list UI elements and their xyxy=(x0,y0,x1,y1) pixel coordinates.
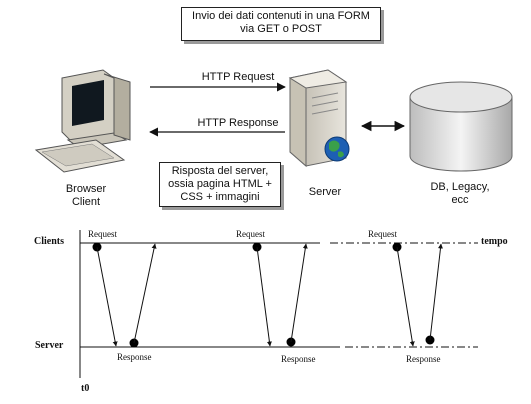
request-label-2: Request xyxy=(236,229,265,239)
db-label-line-1: DB, Legacy, xyxy=(430,181,490,193)
computer-icon xyxy=(34,69,131,173)
response-arrow xyxy=(133,243,157,344)
exchange-2 xyxy=(252,242,308,347)
db-label: DB, Legacy, ecc xyxy=(415,181,505,207)
response-label-1: Response xyxy=(117,352,152,362)
exchange-1 xyxy=(92,242,157,348)
http-response-label: HTTP Response xyxy=(197,117,279,129)
request-arrow xyxy=(96,246,118,347)
client-label-line-1: Browser xyxy=(65,183,107,195)
response-label-2: Response xyxy=(281,354,316,364)
db-label-line-2: ecc xyxy=(451,194,469,206)
browser-client-label: Browser Client xyxy=(56,183,116,209)
response-note-line-3: CSS + immagini xyxy=(180,191,260,203)
database-cylinder-icon xyxy=(409,81,513,172)
response-note-line-2: ossia pagina HTML + xyxy=(168,178,272,190)
response-label-3: Response xyxy=(406,354,441,364)
server-response-note: Risposta del server, ossia pagina HTML +… xyxy=(159,162,281,207)
tempo-label: tempo xyxy=(481,236,508,247)
response-note-line-1: Risposta del server, xyxy=(171,165,269,177)
form-submission-note: Invio dei dati contenuti in una FORM via… xyxy=(181,7,381,41)
server-label: Server xyxy=(308,186,342,198)
timeline xyxy=(79,230,478,378)
response-arrow xyxy=(429,243,443,341)
request-arrow xyxy=(256,246,272,347)
request-label-1: Request xyxy=(88,229,117,239)
clients-axis-label: Clients xyxy=(34,236,64,247)
http-request-label: HTTP Request xyxy=(201,71,275,83)
t0-label: t0 xyxy=(81,383,90,394)
server-axis-label: Server xyxy=(35,340,64,351)
exchange-3 xyxy=(392,242,443,347)
form-note-line-1: Invio dei dati contenuti in una FORM xyxy=(192,10,370,22)
request-label-3: Request xyxy=(368,229,397,239)
globe-icon xyxy=(324,136,350,162)
client-label-line-2: Client xyxy=(71,196,101,208)
request-arrow xyxy=(396,246,415,347)
response-arrow xyxy=(290,243,308,343)
form-note-line-2: via GET o POST xyxy=(240,23,322,35)
